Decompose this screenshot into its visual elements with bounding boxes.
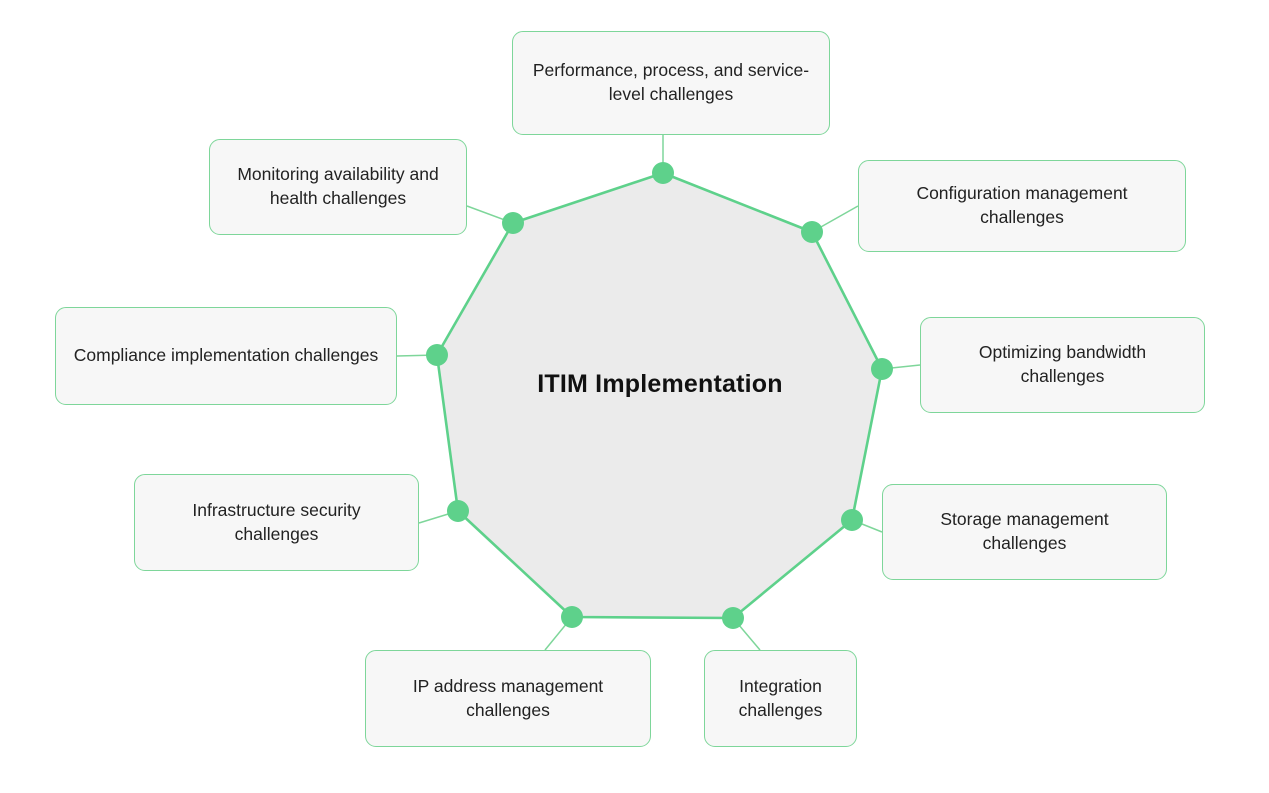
node-label-storage-management: Storage management challenges (940, 509, 1109, 553)
node-dot-infrastructure-security[interactable] (447, 500, 469, 522)
node-box-optimizing-bandwidth[interactable]: Optimizing bandwidth challenges (920, 317, 1205, 413)
node-label-compliance-implementation: Compliance implementation challenges (73, 345, 379, 366)
node-label-infrastructure-security: Infrastructure security challenges (192, 499, 361, 544)
node-box-configuration-management[interactable]: Configuration management challenges (858, 160, 1186, 252)
node-dots (426, 162, 893, 629)
node-dot-monitoring-availability-health[interactable] (502, 212, 524, 234)
node-dot-configuration-management[interactable] (801, 221, 823, 243)
node-box-monitoring-availability-health[interactable]: Monitoring availability and health chall… (209, 139, 467, 235)
node-box-performance-process-service-level[interactable]: Performance, process, and service-level … (512, 31, 830, 135)
node-label-optimizing-bandwidth: Optimizing bandwidth challenges (978, 342, 1147, 386)
node-box-infrastructure-security[interactable]: Infrastructure security challenges (134, 474, 419, 571)
node-label-configuration-management: Configuration management challenges (916, 183, 1128, 227)
node-dot-integration[interactable] (722, 607, 744, 629)
node-label-monitoring-availability-health: Monitoring availability and health chall… (237, 164, 439, 208)
node-box-ip-address-management[interactable]: IP address management challenges (365, 650, 651, 747)
node-dot-ip-address-management[interactable] (561, 606, 583, 628)
node-box-compliance-implementation[interactable]: Compliance implementation challenges (55, 307, 397, 405)
center-label: ITIM Implementation (537, 370, 783, 398)
node-box-storage-management[interactable]: Storage management challenges (882, 484, 1167, 580)
node-box-integration[interactable]: Integration challenges (704, 650, 857, 747)
node-label-ip-address-management: IP address management challenges (412, 675, 604, 720)
node-dot-storage-management[interactable] (841, 509, 863, 531)
node-dot-performance-process-service-level[interactable] (652, 162, 674, 184)
node-label-performance-process-service-level: Performance, process, and service-level … (532, 60, 810, 104)
node-label-integration: Integration challenges (738, 675, 823, 720)
node-dot-compliance-implementation[interactable] (426, 344, 448, 366)
central-polygon (435, 171, 884, 620)
node-dot-optimizing-bandwidth[interactable] (871, 358, 893, 380)
